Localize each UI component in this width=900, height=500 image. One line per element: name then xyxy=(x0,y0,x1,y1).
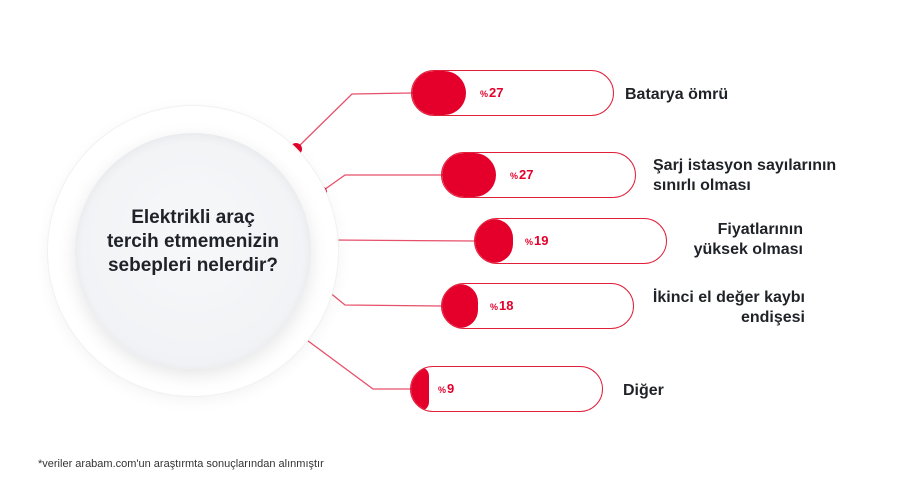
category-label: Şarj istasyon sayılarının sınırlı olması xyxy=(653,157,837,194)
bar-value: 18 xyxy=(499,298,514,313)
bar-value-label: %9 xyxy=(438,367,455,411)
bar-value: 9 xyxy=(447,381,455,396)
bar-fill xyxy=(475,219,513,263)
bar-fill xyxy=(411,367,429,411)
category-label: Fiyatlarının yüksek olması xyxy=(693,221,803,258)
bar-value: 27 xyxy=(489,85,504,100)
chart-title: Elektrikli araç tercih etmemenizin sebep… xyxy=(106,207,280,276)
percent-prefix: % xyxy=(525,237,534,247)
connector-line xyxy=(322,286,442,307)
category-label: İkinci el değer kaybı endişesi xyxy=(652,289,805,326)
bar-value-label: %27 xyxy=(480,71,504,115)
bar-value-label: %27 xyxy=(510,153,534,197)
bar-fill xyxy=(442,153,496,197)
bar-pill: %27 xyxy=(441,152,636,198)
category-label: Batarya ömrü xyxy=(625,86,729,103)
bar-value: 19 xyxy=(534,233,549,248)
question-circle xyxy=(75,133,311,369)
percent-prefix: % xyxy=(480,89,489,99)
footnote: *veriler arabam.com'un araştırmta sonuçl… xyxy=(38,458,324,470)
connector-line xyxy=(320,174,441,193)
bar-value-label: %18 xyxy=(490,284,514,328)
connector-line xyxy=(295,92,412,150)
percent-prefix: % xyxy=(510,171,519,181)
bar-pill: %9 xyxy=(410,366,603,412)
bar-value-label: %19 xyxy=(525,219,549,263)
connector-line xyxy=(331,239,475,242)
connector-line xyxy=(295,331,410,390)
percent-prefix: % xyxy=(438,385,447,395)
bar-pill: %18 xyxy=(441,283,634,329)
bar-pill: %19 xyxy=(474,218,667,264)
bar-pill: %27 xyxy=(411,70,614,116)
category-label: Diğer xyxy=(623,382,664,399)
bar-value: 27 xyxy=(519,167,534,182)
bar-fill xyxy=(412,71,466,115)
bar-fill xyxy=(442,284,478,328)
percent-prefix: % xyxy=(490,302,499,312)
